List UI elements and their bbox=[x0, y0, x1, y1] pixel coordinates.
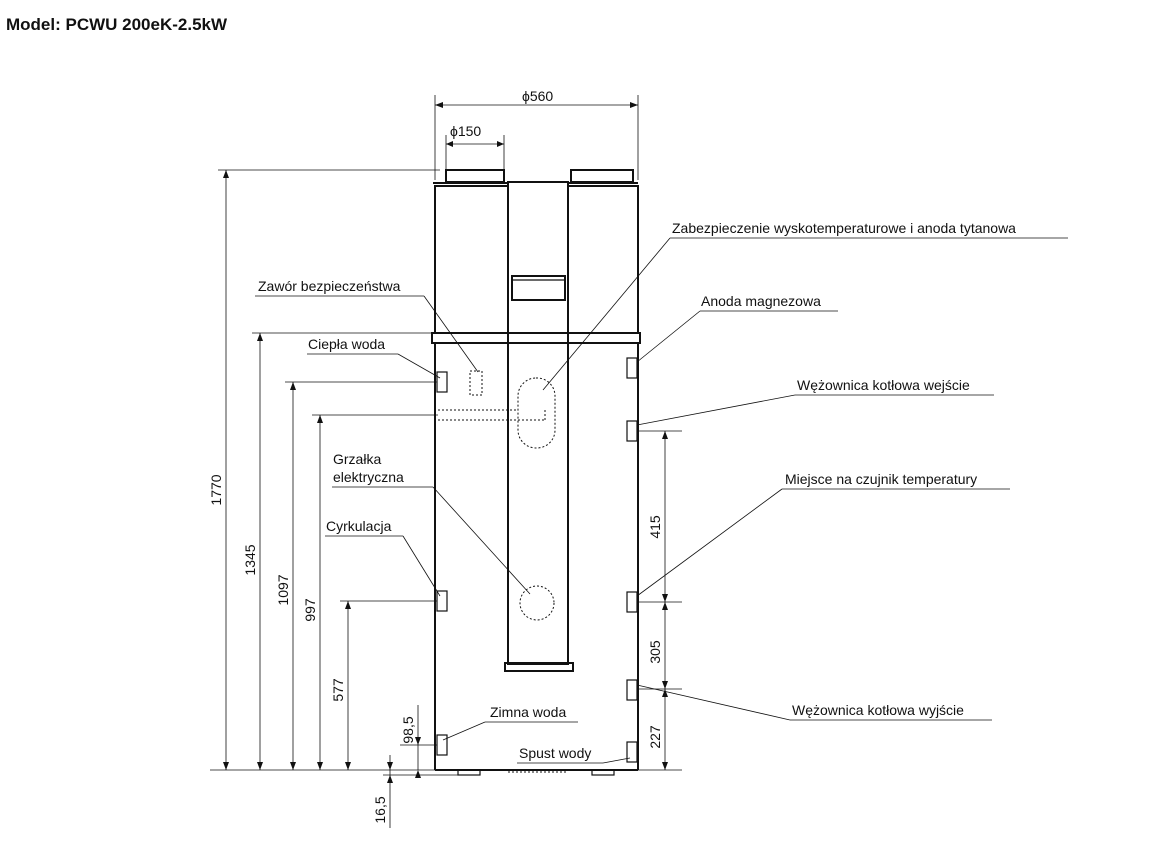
unit-outline bbox=[431, 169, 641, 776]
sensor-port bbox=[626, 591, 638, 613]
column-bottom-cap bbox=[504, 662, 574, 672]
upper-housing-right bbox=[567, 185, 639, 334]
dim-98-5: 98,5 bbox=[400, 716, 416, 743]
dim-227: 227 bbox=[647, 725, 663, 749]
callout-labels: Zabezpieczenie wyskotemperaturowe i anod… bbox=[258, 220, 1016, 761]
coil-outlet-port bbox=[626, 679, 638, 701]
hot-water-port bbox=[436, 371, 448, 393]
heater-flange bbox=[519, 585, 555, 621]
top-dimensions: ϕ560 ϕ150 bbox=[434, 88, 639, 180]
right-duct bbox=[570, 169, 634, 183]
leader-lines bbox=[255, 237, 1068, 764]
dim-1345: 1345 bbox=[242, 544, 258, 575]
label-sensor-place: Miejsce na czujnik temperatury bbox=[785, 471, 977, 487]
upper-housing-left bbox=[434, 185, 509, 334]
dim-duct-150: ϕ150 bbox=[450, 123, 481, 139]
label-coil-inlet: Wężownica kotłowa wejście bbox=[797, 377, 970, 393]
dim-width-560: ϕ560 bbox=[522, 88, 553, 104]
label-magnesium-anode: Anoda magnezowa bbox=[701, 293, 821, 309]
dim-415: 415 bbox=[647, 515, 663, 539]
label-coil-outlet: Wężownica kotłowa wyjście bbox=[792, 702, 964, 718]
label-heater-line1: Grzałka bbox=[333, 451, 381, 467]
drain-port bbox=[626, 741, 638, 763]
label-cold-water: Zimna woda bbox=[490, 704, 566, 720]
model-title: Model: PCWU 200eK-2.5kW bbox=[6, 15, 228, 34]
central-column bbox=[507, 181, 569, 665]
label-safety-valve: Zawór bezpieczeństwa bbox=[258, 278, 401, 294]
label-high-temp-protection: Zabezpieczenie wyskotemperaturowe i anod… bbox=[672, 220, 1016, 236]
dim-16-5: 16,5 bbox=[372, 796, 388, 823]
coil-inlet-port bbox=[626, 420, 638, 442]
separation-band bbox=[431, 332, 641, 344]
safety-valve-outline bbox=[469, 370, 483, 396]
anode-port bbox=[626, 357, 638, 379]
left-duct bbox=[445, 169, 505, 183]
anode-oval bbox=[517, 377, 556, 449]
label-hot-water: Ciepła woda bbox=[308, 336, 385, 352]
dim-305: 305 bbox=[647, 640, 663, 664]
label-circulation: Cyrkulacja bbox=[326, 518, 392, 534]
foot-left bbox=[457, 769, 481, 776]
dim-1770: 1770 bbox=[208, 474, 224, 505]
right-dimensions: 415 305 227 bbox=[637, 430, 682, 771]
dim-997: 997 bbox=[302, 598, 318, 622]
foot-right bbox=[591, 769, 615, 776]
dim-577: 577 bbox=[330, 678, 346, 702]
cold-water-port bbox=[436, 734, 448, 756]
dim-1097: 1097 bbox=[275, 574, 291, 605]
label-drain: Spust wody bbox=[519, 745, 591, 761]
control-display bbox=[511, 275, 566, 301]
left-dimensions: 1770 1345 1097 997 577 98,5 bbox=[208, 169, 458, 828]
label-heater-line2: elektryczna bbox=[333, 469, 404, 485]
